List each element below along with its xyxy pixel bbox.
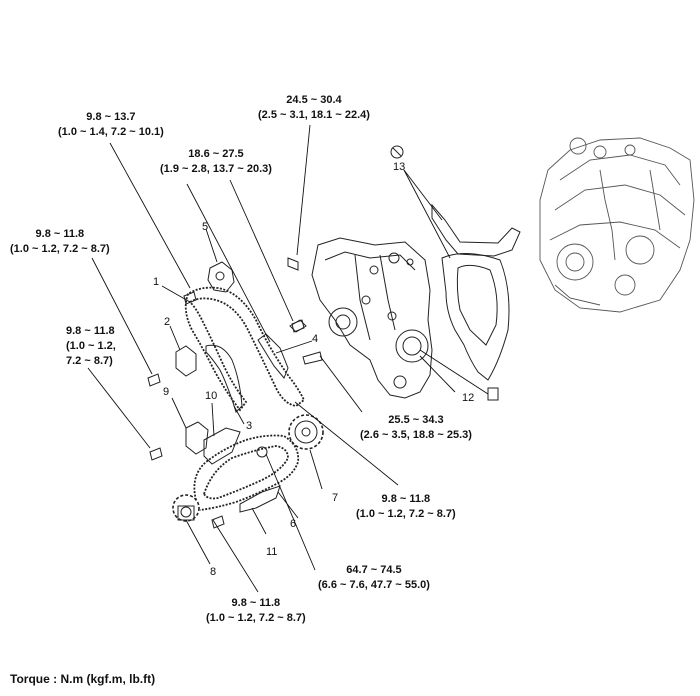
chain-tensioner-2 (175, 345, 197, 377)
chain-guide-10 (203, 427, 241, 465)
part-number-1: 1 (153, 276, 160, 288)
torque-label-5: 9.8 ~ 11.8(1.0 ~ 1.2,7.2 ~ 8.7) (66, 325, 116, 367)
torque-label-6: 25.5 ~ 34.3(2.6 ~ 3.5, 18.8 ~ 25.3) (360, 414, 472, 441)
gasket-lower (441, 253, 510, 381)
part-number-13: 13 (393, 161, 406, 173)
part-number-6: 6 (290, 518, 297, 530)
chain-guide-upper (257, 333, 289, 379)
part-number-9: 9 (163, 386, 170, 398)
do-not-reuse-icon (390, 145, 404, 159)
chain-tensioner-9 (185, 421, 209, 455)
part-number-8: 8 (210, 566, 217, 578)
torque-label-8: 64.7 ~ 74.5(6.6 ~ 7.6, 47.7 ~ 55.0) (318, 564, 430, 591)
torque-label-7: 9.8 ~ 11.8(1.0 ~ 1.2, 7.2 ~ 8.7) (356, 493, 456, 520)
torque-label-9: 9.8 ~ 11.8(1.0 ~ 1.2, 7.2 ~ 8.7) (206, 597, 306, 624)
torque-label-1: 24.5 ~ 30.4(2.5 ~ 3.1, 18.1 ~ 22.4) (258, 94, 370, 121)
chain-guide-3 (205, 344, 243, 413)
timing-chain-cover (311, 237, 433, 399)
torque-label-4: 9.8 ~ 11.8(1.0 ~ 1.2, 7.2 ~ 8.7) (10, 228, 110, 255)
crank-sprocket (172, 494, 200, 522)
chain-tensioner-arm (239, 485, 281, 513)
torque-label-2: 9.8 ~ 13.7(1.0 ~ 1.4, 7.2 ~ 10.1) (58, 111, 164, 138)
part-number-5: 5 (202, 221, 209, 233)
part-number-10: 10 (205, 390, 218, 402)
part-number-3: 3 (246, 420, 253, 432)
part-number-4: 4 (312, 333, 319, 345)
part-number-12: 12 (462, 392, 475, 404)
torque-label-3: 18.6 ~ 27.5(1.9 ~ 2.8, 13.7 ~ 20.3) (160, 148, 272, 175)
part-number-7: 7 (332, 492, 339, 504)
gasket (431, 203, 521, 257)
tensioner-bracket (207, 261, 235, 293)
cam-sprocket (288, 414, 324, 450)
timing-chain-upper (184, 286, 306, 412)
torque-unit-footnote: Torque : N.m (kgf.m, lb.ft) (10, 672, 156, 686)
timing-chain-lower (193, 434, 300, 511)
part-number-11: 11 (266, 546, 278, 558)
engine-assembly-illustration (539, 137, 695, 313)
part-number-2: 2 (164, 316, 171, 328)
